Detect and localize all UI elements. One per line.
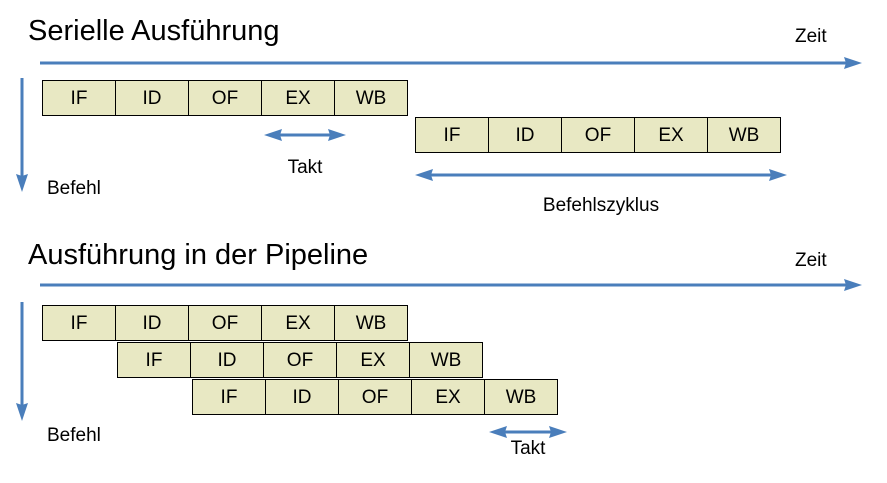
instruction-axis-label-pipeline: Befehl: [47, 425, 101, 446]
stage-box: WB: [334, 305, 408, 341]
stage-box: OF: [263, 342, 337, 378]
instruction-row: IF ID OF EX WB: [42, 305, 408, 341]
time-axis-arrow-pipeline: [40, 278, 862, 292]
instruction-axis-arrow-pipeline: [14, 302, 30, 421]
stage-box: EX: [634, 117, 708, 153]
takt-measure-label-pipeline: Takt: [510, 438, 546, 459]
stage-box: IF: [42, 80, 116, 116]
section-title-pipeline: Ausführung in der Pipeline: [28, 239, 369, 271]
stage-box: IF: [192, 379, 266, 415]
stage-box: OF: [188, 80, 262, 116]
stage-box: ID: [115, 305, 189, 341]
stage-box: ID: [115, 80, 189, 116]
stage-box: EX: [261, 305, 335, 341]
stage-box: EX: [411, 379, 485, 415]
section-title-serial: Serielle Ausführung: [28, 15, 280, 47]
stage-box: OF: [338, 379, 412, 415]
instruction-axis-arrow-serial: [14, 78, 30, 192]
stage-box: ID: [190, 342, 264, 378]
stage-box: IF: [42, 305, 116, 341]
time-axis-label-pipeline: Zeit: [795, 250, 827, 271]
instruction-row: IF ID OF EX WB: [117, 342, 483, 378]
time-axis-label-serial: Zeit: [795, 26, 827, 47]
stage-box: WB: [409, 342, 483, 378]
time-axis-arrow-serial: [40, 56, 862, 70]
takt-measure-arrow-serial: [264, 128, 346, 142]
stage-box: WB: [484, 379, 558, 415]
stage-box: OF: [561, 117, 635, 153]
stage-box: ID: [488, 117, 562, 153]
stage-box: WB: [707, 117, 781, 153]
instruction-row: IF ID OF EX WB: [42, 80, 408, 116]
stage-box: IF: [415, 117, 489, 153]
stage-box: WB: [334, 80, 408, 116]
takt-measure-arrow-pipeline: [489, 425, 567, 439]
stage-box: ID: [265, 379, 339, 415]
befehlszyklus-measure-arrow: [415, 168, 787, 182]
instruction-row: IF ID OF EX WB: [415, 117, 781, 153]
stage-box: OF: [188, 305, 262, 341]
instruction-axis-label-serial: Befehl: [47, 178, 101, 199]
stage-box: EX: [336, 342, 410, 378]
instruction-row: IF ID OF EX WB: [192, 379, 558, 415]
takt-measure-label-serial: Takt: [287, 157, 323, 178]
stage-box: IF: [117, 342, 191, 378]
stage-box: EX: [261, 80, 335, 116]
befehlszyklus-measure-label: Befehlszyklus: [542, 195, 660, 216]
